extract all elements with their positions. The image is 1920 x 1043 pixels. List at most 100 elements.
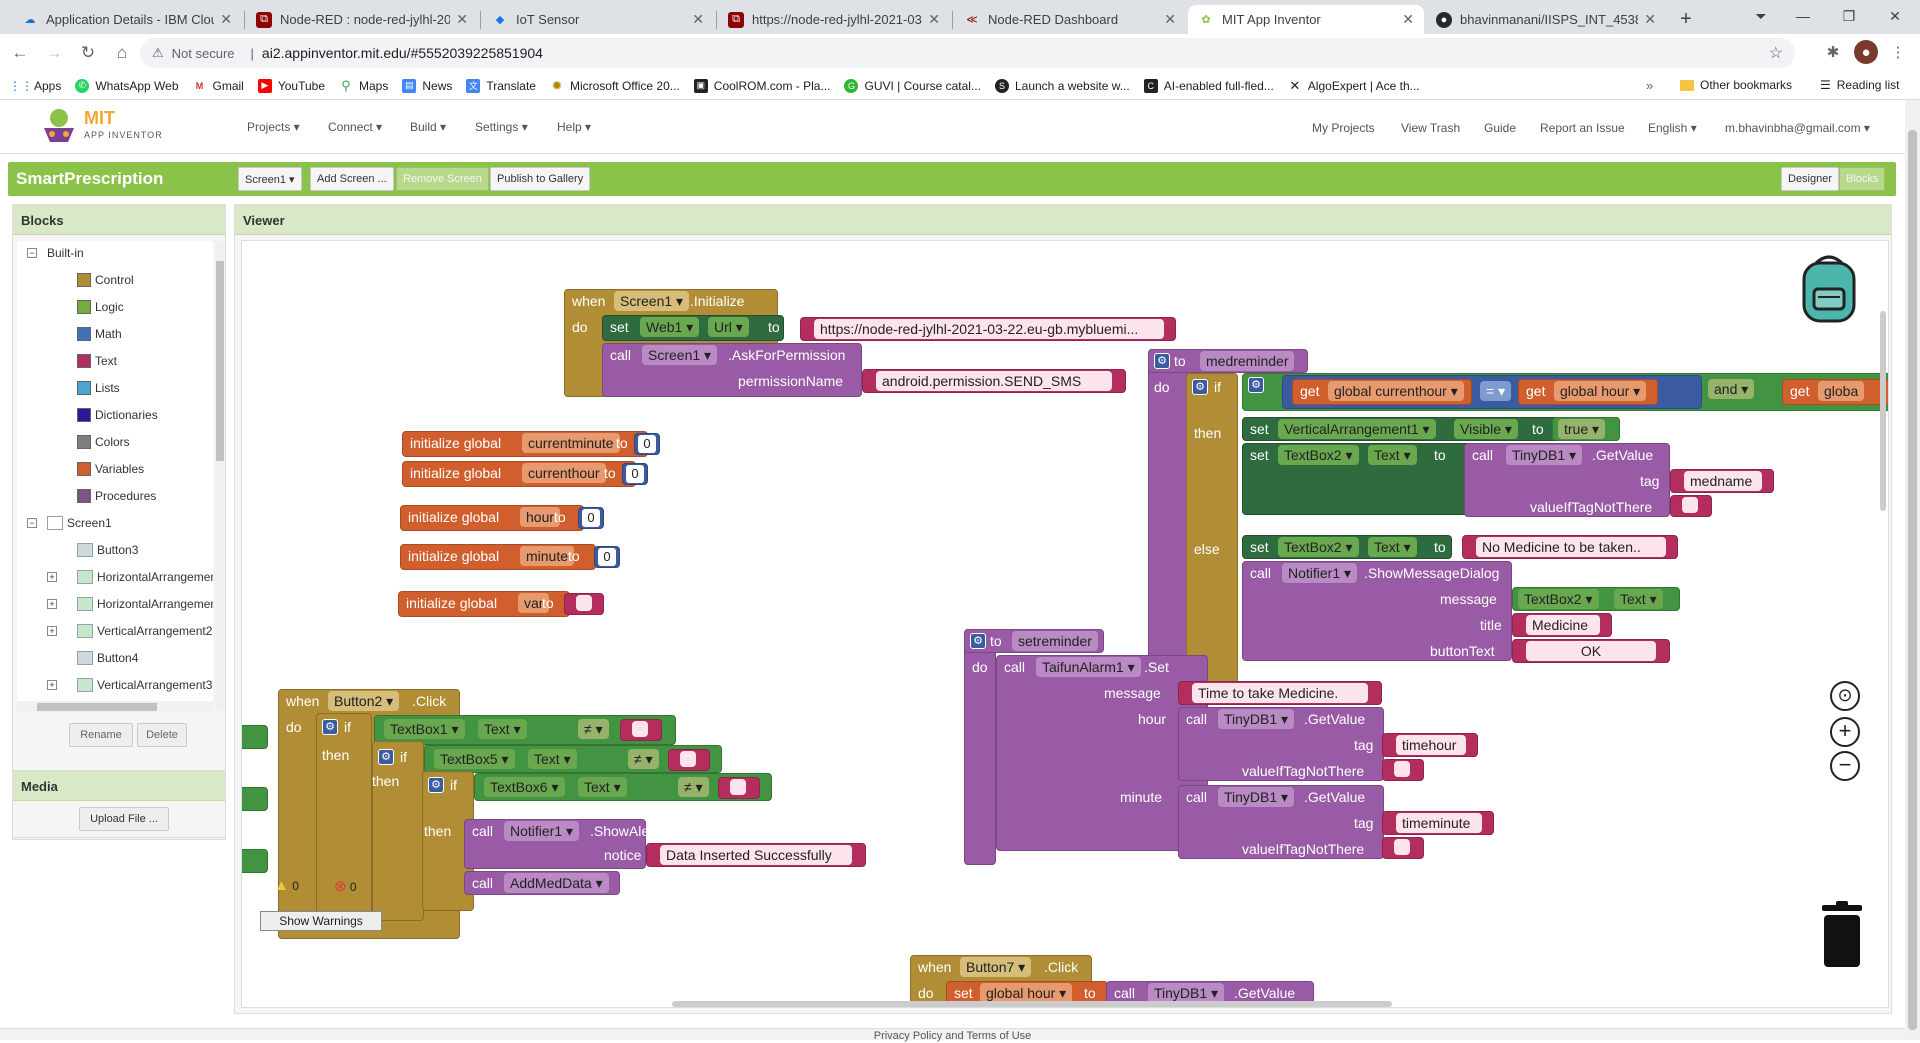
- component-dropdown[interactable]: TextBox2 ▾: [1518, 589, 1599, 609]
- tree-screen1[interactable]: Screen1: [47, 513, 112, 533]
- component-dropdown[interactable]: Web1 ▾: [640, 317, 700, 337]
- empty-string[interactable]: [730, 779, 746, 795]
- tree-built-in[interactable]: Built-in: [47, 243, 84, 263]
- drawer-procedures[interactable]: Procedures: [77, 486, 156, 506]
- property-dropdown[interactable]: Text ▾: [1614, 589, 1663, 609]
- menu-projects[interactable]: Projects ▾: [247, 120, 300, 134]
- compare-operator-dropdown[interactable]: ≠ ▾: [578, 719, 609, 739]
- text-string[interactable]: timehour: [1396, 735, 1466, 755]
- component-dropdown[interactable]: TinyDB1 ▾: [1218, 709, 1295, 729]
- mutator-gear-icon[interactable]: ⚙: [1248, 377, 1264, 393]
- back-icon[interactable]: ←: [11, 43, 29, 62]
- drawer-lists[interactable]: Lists: [77, 378, 120, 398]
- text-string[interactable]: Data Inserted Successfully: [660, 845, 852, 865]
- offscreen-block[interactable]: [242, 849, 268, 873]
- mutator-gear-icon[interactable]: ⚙: [970, 633, 986, 649]
- component-dropdown[interactable]: Screen1 ▾: [614, 291, 690, 311]
- bookmark-algoexpert[interactable]: ✕AlgoExpert | Ace th...: [1288, 78, 1419, 93]
- text-string[interactable]: timeminute: [1396, 813, 1482, 833]
- component-dropdown[interactable]: Button2 ▾: [328, 691, 400, 711]
- collapse-icon[interactable]: −: [27, 248, 37, 258]
- minimize-icon[interactable]: —: [1796, 8, 1810, 24]
- close-icon[interactable]: ✕: [1402, 11, 1414, 27]
- empty-string[interactable]: [1394, 839, 1410, 855]
- drawer-control[interactable]: Control: [77, 270, 134, 290]
- backpack-icon[interactable]: [1794, 251, 1864, 325]
- bookmark-star-icon[interactable]: ☆: [1768, 45, 1783, 62]
- browser-tab-active[interactable]: ✿ MIT App Inventor ✕: [1188, 5, 1424, 34]
- remove-screen-button[interactable]: Remove Screen: [396, 167, 489, 191]
- blocks-button[interactable]: Blocks: [1839, 167, 1886, 191]
- blocks-workspace[interactable]: when Screen1 ▾ .Initialize do set Web1 ▾…: [241, 240, 1889, 1008]
- address-bar[interactable]: ⚠ Not secure | ai2.appinventor.mit.edu/#…: [140, 38, 1795, 68]
- expand-icon[interactable]: +: [47, 572, 57, 582]
- trash-icon[interactable]: [1812, 901, 1872, 971]
- browser-tab[interactable]: ⧉ Node-RED : node-red-jylhl-2021 ✕: [246, 5, 478, 34]
- drawer-dictionaries[interactable]: Dictionaries: [77, 405, 158, 425]
- tree-component[interactable]: HorizontalArrangemen: [77, 594, 213, 614]
- workspace-horizontal-scrollbar[interactable]: [672, 1001, 1392, 1007]
- procedure-block-medreminder[interactable]: [1148, 349, 1188, 693]
- text-string[interactable]: android.permission.SEND_SMS: [876, 371, 1112, 391]
- scroll-thumb[interactable]: [37, 703, 157, 711]
- tree-vertical-scrollbar[interactable]: [215, 241, 225, 711]
- language-menu[interactable]: English ▾: [1648, 121, 1697, 135]
- workspace-vertical-scrollbar[interactable]: [1880, 311, 1886, 511]
- variable-name[interactable]: hour: [520, 507, 561, 527]
- mutator-gear-icon[interactable]: ⚙: [322, 719, 338, 735]
- number-value[interactable]: 0: [598, 548, 616, 566]
- show-warnings-button[interactable]: Show Warnings: [260, 911, 382, 931]
- component-dropdown[interactable]: Notifier1 ▾: [504, 821, 580, 841]
- number-value[interactable]: 0: [638, 435, 656, 453]
- call-block-alarm-set[interactable]: [996, 655, 1208, 851]
- privacy-policy-link[interactable]: Privacy Policy and Terms of Use: [873, 1030, 1032, 1042]
- text-string[interactable]: No Medicine to be taken..: [1476, 537, 1666, 557]
- zoom-out-icon[interactable]: −: [1830, 751, 1860, 781]
- logic-operator-dropdown[interactable]: and ▾: [1708, 379, 1755, 399]
- component-dropdown[interactable]: Button7 ▾: [960, 957, 1032, 977]
- browser-tab[interactable]: ◆ IoT Sensor ✕: [482, 5, 714, 34]
- component-dropdown[interactable]: Screen1 ▾: [642, 345, 718, 365]
- bookmark-office[interactable]: ✹Microsoft Office 20...: [550, 78, 680, 93]
- component-dropdown[interactable]: TinyDB1 ▾: [1148, 983, 1225, 1003]
- publish-gallery-button[interactable]: Publish to Gallery: [490, 167, 591, 191]
- page-scrollbar[interactable]: [1905, 100, 1920, 1040]
- tree-component[interactable]: VerticalArrangement3: [77, 675, 212, 695]
- forward-icon[interactable]: →: [45, 43, 63, 62]
- variable-name[interactable]: currentminute: [522, 433, 620, 453]
- scroll-thumb[interactable]: [216, 261, 224, 461]
- number-value[interactable]: 0: [626, 465, 644, 483]
- restore-icon[interactable]: ❐: [1842, 7, 1856, 24]
- expand-icon[interactable]: +: [47, 599, 57, 609]
- text-string[interactable]: https://node-red-jylhl-2021-03-22.eu-gb.…: [814, 319, 1164, 339]
- app-inventor-logo[interactable]: MIT APP INVENTOR: [38, 106, 168, 146]
- recenter-icon[interactable]: ⊙: [1830, 681, 1860, 711]
- reading-list[interactable]: ☰Reading list: [1820, 78, 1899, 92]
- property-dropdown[interactable]: Text ▾: [1368, 445, 1417, 465]
- text-string[interactable]: Time to take Medicine.: [1192, 683, 1368, 703]
- boolean-dropdown[interactable]: true ▾: [1558, 419, 1606, 439]
- close-icon[interactable]: ✕: [456, 11, 468, 27]
- procedure-name[interactable]: medreminder: [1200, 351, 1295, 371]
- compare-operator-dropdown[interactable]: ≠ ▾: [678, 777, 709, 797]
- drawer-math[interactable]: Math: [77, 324, 122, 344]
- empty-string[interactable]: [1394, 761, 1410, 777]
- browser-tab[interactable]: ⧉ https://node-red-jylhl-2021-03-2 ✕: [718, 5, 950, 34]
- tree-horizontal-scrollbar[interactable]: [17, 701, 213, 713]
- errors-indicator[interactable]: ⊗ 0: [334, 877, 357, 895]
- component-dropdown[interactable]: TextBox1 ▾: [384, 719, 465, 739]
- property-dropdown[interactable]: Text ▾: [1368, 537, 1417, 557]
- more-bookmarks-icon[interactable]: »: [1646, 78, 1654, 93]
- variable-dropdown[interactable]: global hour ▾: [980, 983, 1073, 1003]
- if-block[interactable]: [372, 741, 424, 921]
- offscreen-block[interactable]: [242, 725, 268, 749]
- component-dropdown[interactable]: TextBox2 ▾: [1278, 537, 1359, 557]
- expand-icon[interactable]: +: [47, 680, 57, 690]
- variable-name[interactable]: var: [518, 593, 550, 613]
- upload-file-button[interactable]: Upload File ...: [79, 807, 169, 831]
- scroll-thumb[interactable]: [1908, 130, 1917, 1030]
- delete-button[interactable]: Delete: [137, 723, 187, 747]
